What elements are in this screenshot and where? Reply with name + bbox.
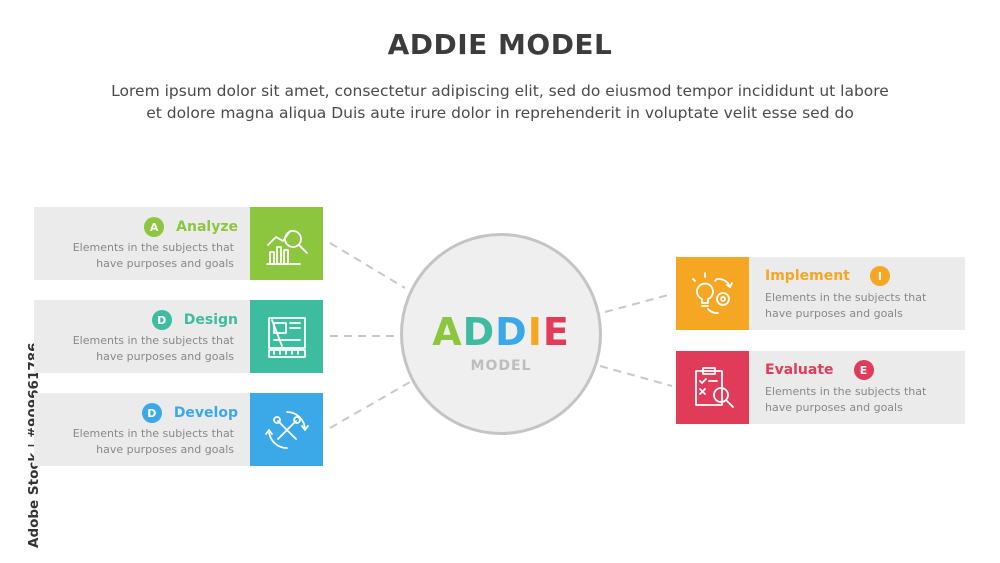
step-header: Evaluate E xyxy=(765,360,874,380)
connector-analyze xyxy=(329,242,406,289)
desc-line: have purposes and goals xyxy=(96,257,234,270)
step-header: A Analyze xyxy=(144,217,238,237)
step-card-develop: D Develop Elements in the subjects that … xyxy=(34,393,250,466)
center-letter-e: E xyxy=(542,310,570,354)
connector-develop xyxy=(329,381,411,429)
checklist-magnifier-icon xyxy=(676,351,749,424)
step-description: Elements in the subjects that have purpo… xyxy=(765,384,965,416)
step-title: Implement xyxy=(765,268,850,284)
step-header: D Design xyxy=(151,310,238,330)
step-description: Elements in the subjects that have purpo… xyxy=(34,426,234,458)
center-circle: ADDIE MODEL xyxy=(400,233,602,435)
step-badge: A xyxy=(144,217,165,237)
desc-line: Elements in the subjects that xyxy=(72,241,234,254)
step-description: Elements in the subjects that have purpo… xyxy=(34,240,234,272)
blueprint-ruler-icon xyxy=(250,300,323,373)
step-title: Design xyxy=(183,312,238,328)
step-header: D Develop xyxy=(141,403,238,423)
connector-evaluate xyxy=(599,365,673,387)
step-description: Elements in the subjects that have purpo… xyxy=(34,333,234,365)
idea-gear-icon xyxy=(676,257,749,330)
step-card-evaluate: Evaluate E Elements in the subjects that… xyxy=(749,351,965,424)
page-subtitle: Lorem ipsum dolor sit amet, consectetur … xyxy=(40,80,960,124)
connector-implement xyxy=(604,293,673,313)
step-card-implement: Implement I Elements in the subjects tha… xyxy=(749,257,965,330)
desc-line: Elements in the subjects that xyxy=(72,334,234,347)
center-letter-d1: D xyxy=(462,310,496,354)
center-letter-d2: D xyxy=(495,310,528,354)
center-letter-i: I xyxy=(527,310,543,354)
desc-line: Elements in the subjects that xyxy=(765,385,927,398)
desc-line: have purposes and goals xyxy=(765,401,903,414)
desc-line: have purposes and goals xyxy=(96,443,234,456)
step-title: Analyze xyxy=(176,219,238,235)
step-title: Evaluate xyxy=(765,362,834,378)
step-badge: I xyxy=(869,266,890,286)
analytics-magnifier-icon xyxy=(250,207,323,280)
desc-line: Elements in the subjects that xyxy=(765,291,927,304)
tools-cycle-icon xyxy=(250,393,323,466)
step-badge: D xyxy=(141,403,162,423)
desc-line: have purposes and goals xyxy=(765,307,903,320)
step-title: Develop xyxy=(173,405,238,421)
page-title: ADDIE MODEL xyxy=(387,28,613,61)
subtitle-line-1: Lorem ipsum dolor sit amet, consectetur … xyxy=(111,82,889,100)
desc-line: have purposes and goals xyxy=(96,350,234,363)
center-subtitle: MODEL xyxy=(470,358,532,374)
step-header: Implement I xyxy=(765,266,890,286)
step-card-design: D Design Elements in the subjects that h… xyxy=(34,300,250,373)
step-description: Elements in the subjects that have purpo… xyxy=(765,290,965,322)
subtitle-line-2: et dolore magna aliqua Duis aute irure d… xyxy=(146,104,854,122)
center-letter-a: A xyxy=(432,310,463,354)
center-title: ADDIE xyxy=(403,310,599,354)
step-card-analyze: A Analyze Elements in the subjects that … xyxy=(34,207,250,280)
step-badge: E xyxy=(853,360,874,380)
desc-line: Elements in the subjects that xyxy=(72,427,234,440)
step-badge: D xyxy=(151,310,172,330)
